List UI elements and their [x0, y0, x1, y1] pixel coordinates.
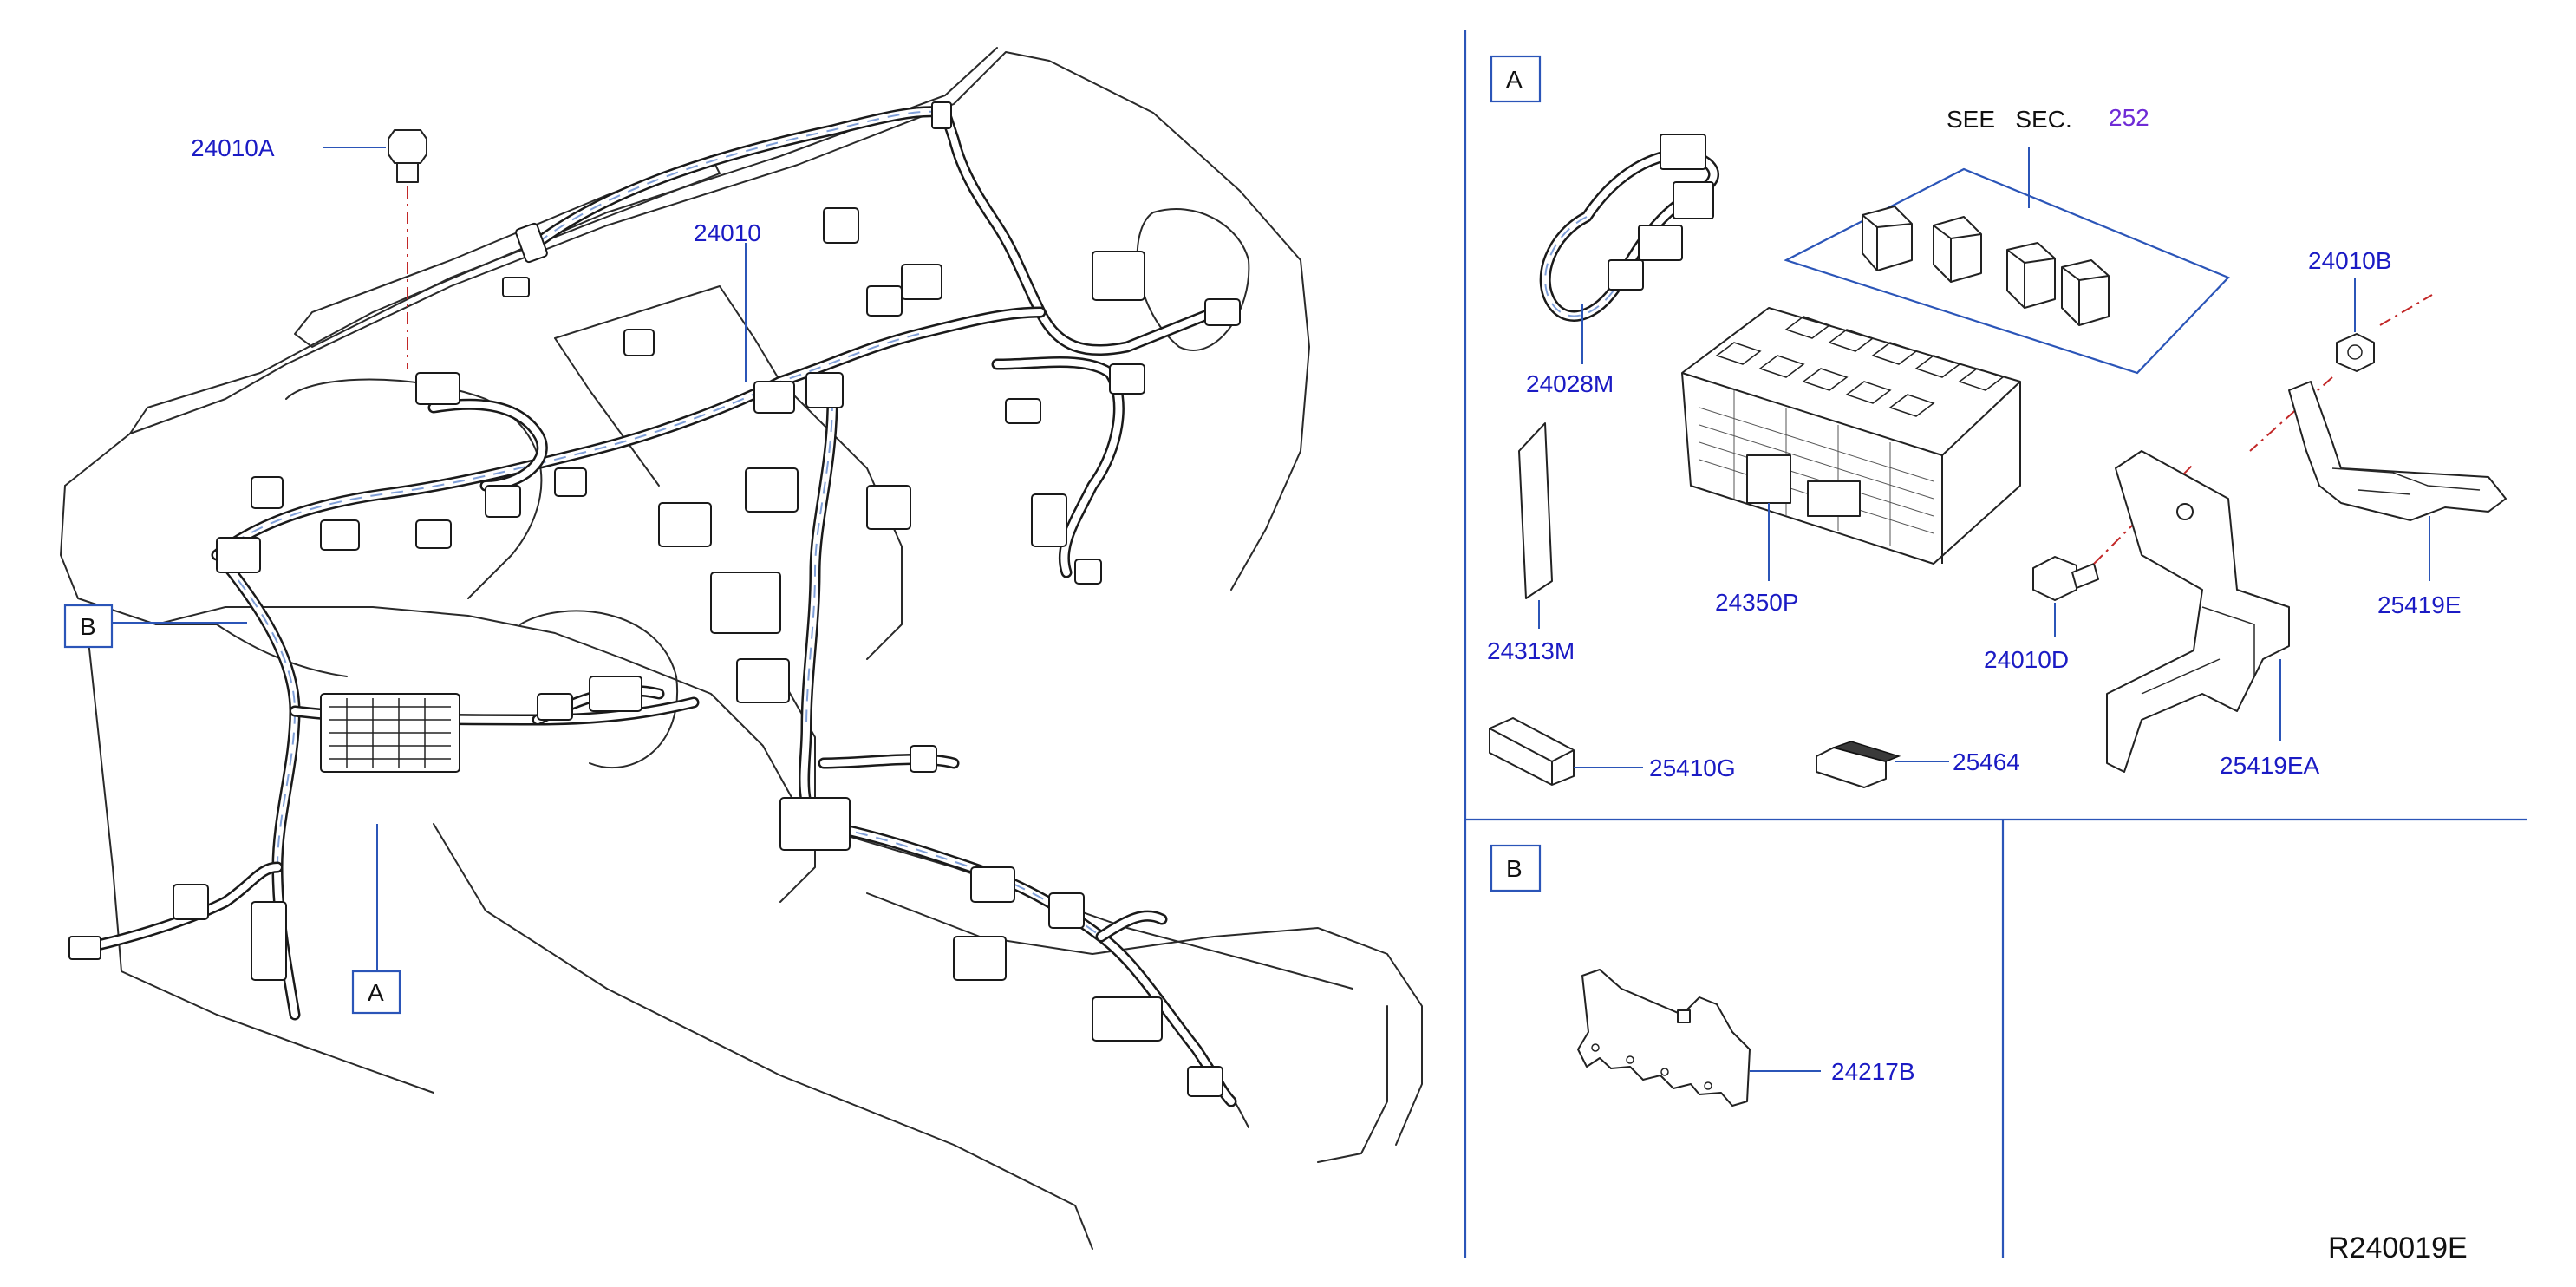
callout-24010A: 24010A — [191, 134, 275, 161]
relay-group — [1784, 167, 2230, 375]
detail-frames — [1464, 30, 2527, 1258]
view-A-header-box — [1490, 55, 1542, 103]
dashboard-outline — [60, 47, 1423, 1250]
callout-24028M: 24028M — [1526, 370, 1614, 397]
callout-24010B: 24010B — [2308, 247, 2392, 274]
callout-25410G: 25410G — [1649, 755, 1736, 781]
callout-25464: 25464 — [1953, 748, 2020, 775]
fuse-block-in-harness — [320, 693, 460, 773]
see-section-number: 252 — [2109, 104, 2149, 131]
callout-24217B: 24217B — [1831, 1058, 1915, 1085]
nut-24010B-icon — [2249, 278, 2433, 452]
view-B-header-box — [1490, 844, 1542, 892]
callout-24350P: 24350P — [1715, 589, 1799, 616]
label-plate-24313M-icon — [1518, 422, 1553, 629]
bolt-24010A-icon — [388, 129, 427, 369]
bracket-24217B-icon — [1577, 969, 1821, 1107]
callout-24010D: 24010D — [1984, 646, 2069, 673]
callout-25419EA: 25419EA — [2220, 752, 2320, 779]
view-B-marker-box — [63, 604, 114, 649]
callout-24010: 24010 — [694, 219, 761, 246]
view-B-header-label: B — [1506, 855, 1523, 882]
diagram-code: R240019E — [2328, 1231, 2468, 1264]
view-A-marker-label: A — [368, 979, 384, 1006]
fuse-25464-icon — [1816, 741, 1949, 788]
left-leaders — [113, 147, 747, 989]
view-B-marker-label: B — [80, 613, 96, 640]
view-A-header-label: A — [1506, 66, 1523, 93]
see-section-text: SEE SEC. — [1947, 106, 2072, 133]
bolt-24010D-icon — [2032, 463, 2194, 637]
view-A-marker-box — [351, 970, 401, 1015]
bracket-25419EA-icon — [2106, 450, 2290, 773]
bracket-25419E-icon — [2288, 381, 2507, 581]
callout-24313M: 24313M — [1487, 637, 1575, 664]
fuse-block-24350P-icon — [1681, 307, 2021, 581]
harness-connectors — [68, 101, 1241, 1097]
clip-25410G-icon — [1489, 717, 1643, 786]
harness-24028M-icon — [1539, 134, 1719, 364]
callout-25419E: 25419E — [2377, 591, 2462, 618]
